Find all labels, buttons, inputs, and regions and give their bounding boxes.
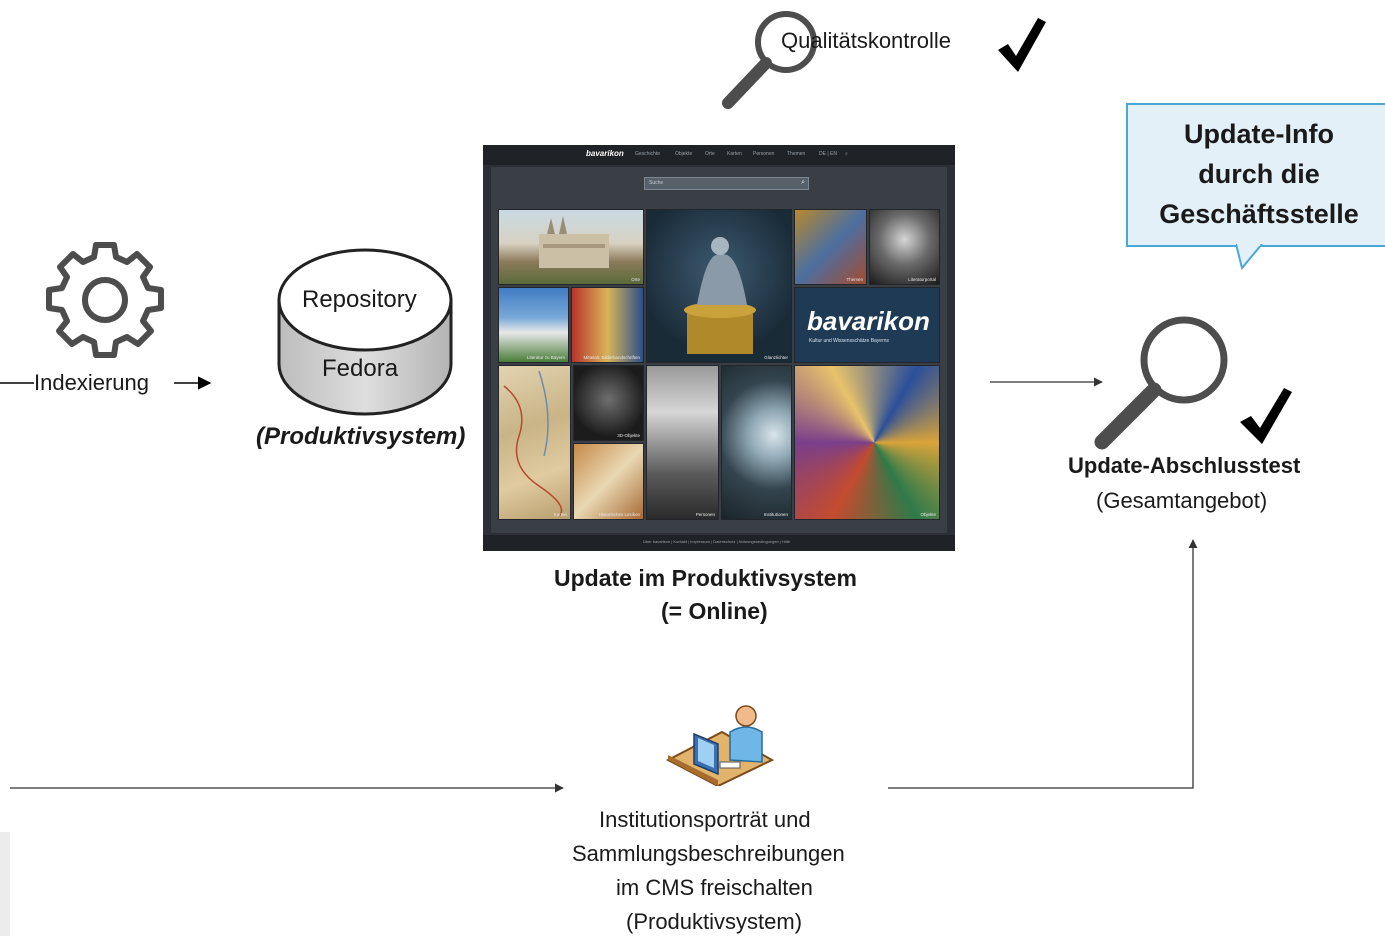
repository-label: Repository <box>302 286 417 313</box>
screenshot-footer: Über bavarikon | Kontakt | Impressum | D… <box>483 535 955 551</box>
tile-objekte-caption: Objekte <box>920 512 936 517</box>
tile-historisches-lexikon: Historisches Lexikon <box>573 443 644 520</box>
update-info-bubble: Update-Info durch die Geschäftsstelle <box>1126 103 1385 247</box>
bubble-line: Geschäftsstelle <box>1159 199 1359 229</box>
tile-institutionen-caption: Institutionen <box>763 512 788 517</box>
tile-glanzlichter-caption: Glanzlichter <box>764 355 788 360</box>
tile-karten-caption: Karten <box>553 512 567 517</box>
tile-lexikon-caption: Historisches Lexikon <box>598 512 640 517</box>
abschlusstest-checkmark-icon <box>1240 388 1292 444</box>
screenshot-topbar: bavarikon Geschichte Objekte Orte Karten… <box>483 145 955 165</box>
tile-glanzlichter: Glanzlichter <box>646 209 792 363</box>
abschlusstest-subtitle-label: (Gesamtangebot) <box>1096 488 1268 513</box>
tile-bilderhandschriften-caption: Mittelalt. Bilderhandschriften <box>583 355 640 360</box>
indexierung-label: Indexierung <box>34 370 149 395</box>
tile-bavarikon-logo: bavarikon Kultur und Wissensschätze Baye… <box>794 287 940 363</box>
tile-literaturportal: Literaturportal <box>869 209 940 285</box>
tile-karten: Karten <box>498 365 571 520</box>
tile-literatur-caption: Literatur zu Bayern <box>526 355 565 360</box>
tile-orte-image <box>539 216 609 268</box>
bubble-tail <box>1236 244 1263 270</box>
abschlusstest-magnifier-icon <box>1094 316 1228 450</box>
cropped-edge-element <box>0 832 10 936</box>
screenshot-nav-item: Geschichte <box>635 151 661 157</box>
tile-objekte: Objekte <box>794 365 940 520</box>
abschlusstest-title-label: Update-Abschlusstest <box>1068 453 1301 478</box>
tile-orte: Orte <box>498 209 644 285</box>
quality-checkmark-icon <box>998 18 1046 72</box>
repository-database-icon <box>277 248 453 416</box>
produktivsystem-label: (Produktivsystem) <box>256 423 466 450</box>
tile-personen: Personen <box>646 365 719 520</box>
tile-orte-caption: Orte <box>631 277 640 282</box>
bubble-line: durch die <box>1198 159 1320 189</box>
tile-personen-caption: Personen <box>695 512 715 517</box>
tile-logo-tagline: Kultur und Wissensschätze Bayerns <box>809 338 890 344</box>
tile-literaturportal-caption: Literaturportal <box>908 277 936 282</box>
tile-bilderhandschriften: Mittelalt. Bilderhandschriften <box>571 287 644 363</box>
fedora-label: Fedora <box>322 355 399 382</box>
cms-label-line: im CMS freischalten <box>616 875 813 900</box>
tile-literatur-bayern: Literatur zu Bayern <box>498 287 569 363</box>
screenshot-nav-item: Orte <box>705 151 715 157</box>
quality-magnifier-icon <box>722 11 817 109</box>
tile-glanzlichter-image <box>684 237 756 354</box>
update-title-label: Update im Produktivsystem <box>554 565 857 591</box>
screenshot-nav-item: DE | EN <box>819 151 837 157</box>
cms-label-line: (Produktivsystem) <box>626 909 803 934</box>
tile-3d-objekte-caption: 3D-Objekte <box>617 433 640 438</box>
screenshot-nav-item: Karten <box>727 151 742 157</box>
tile-institutionen: Institutionen <box>721 365 792 520</box>
cms-label-line: Sammlungsbeschreibungen <box>572 841 845 866</box>
cms-to-test-arrow <box>888 539 1198 789</box>
screenshot-search-field: Suche ⌕ <box>644 177 809 190</box>
screenshot-brand: bavarikon <box>586 149 624 158</box>
screenshot-search-placeholder: Suche <box>649 180 664 186</box>
screenshot-nav-item: Themen <box>787 151 806 157</box>
screenshot-footer-links: Über bavarikon | Kontakt | Impressum | D… <box>643 539 791 544</box>
bavarikon-screenshot: bavarikon Geschichte Objekte Orte Karten… <box>483 145 955 551</box>
tile-3d-objekte: 3D-Objekte <box>573 365 644 441</box>
tile-logo-word: bavarikon <box>807 306 930 336</box>
screenshot-search-icon: ⌕ <box>845 151 848 157</box>
screenshot-nav-item: Personen <box>753 151 775 157</box>
update-subtitle-label: (= Online) <box>661 598 768 624</box>
bubble-line: Update-Info <box>1184 119 1334 149</box>
cms-label-line: Institutionsporträt und <box>599 807 811 832</box>
tile-themen-caption: Themen <box>846 277 863 282</box>
gear-icon <box>46 242 164 358</box>
user-at-desk-icon <box>665 705 775 786</box>
screenshot-nav-item: Objekte <box>675 151 693 157</box>
screenshot-content: Suche ⌕ Orte Glanzlichter Themen <box>491 167 947 533</box>
tile-karten-image <box>503 370 563 517</box>
tile-themen: Themen <box>794 209 867 285</box>
qualitaetskontrolle-label: Qualitätskontrolle <box>781 28 951 53</box>
screenshot-search-glass-icon: ⌕ <box>801 179 805 186</box>
